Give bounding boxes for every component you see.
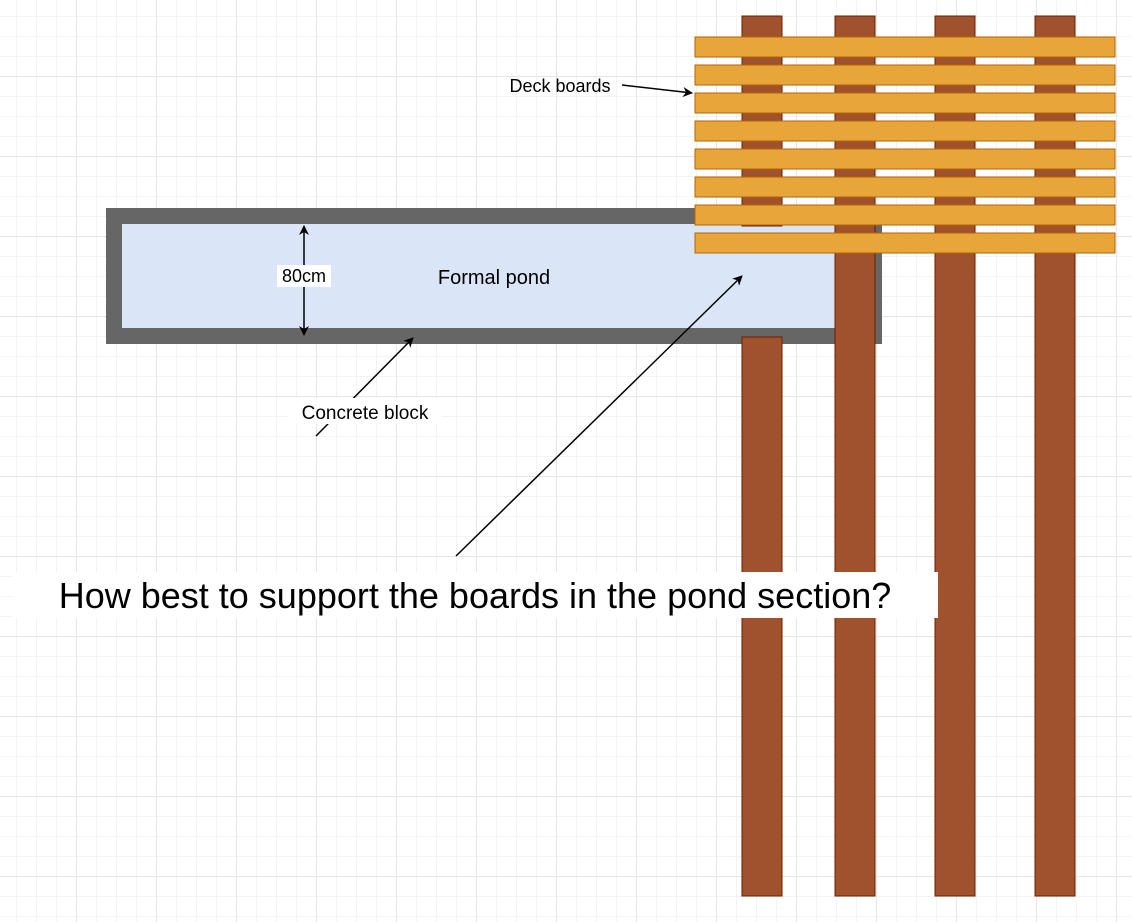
concrete-block-label-bg [288, 398, 442, 424]
deck-board[interactable] [694, 232, 1116, 254]
deck-board[interactable] [694, 204, 1116, 226]
deck-board[interactable] [694, 92, 1116, 114]
question-arrow[interactable] [455, 275, 743, 557]
deck-board[interactable] [694, 176, 1116, 198]
formal-pond-label: Formal pond [438, 267, 550, 289]
dimension-label-bg [277, 265, 331, 287]
question-label: How best to support the boards in the po… [59, 575, 892, 616]
joist-4[interactable] [1034, 15, 1076, 897]
deck-boards-arrow[interactable] [621, 84, 693, 97]
concrete-block-label: Concrete block [302, 403, 429, 424]
deck-board[interactable] [694, 148, 1116, 170]
deck-boards [694, 36, 1116, 254]
joist-2[interactable] [834, 15, 876, 897]
deck-boards-label: Deck boards [509, 76, 610, 96]
deck-board[interactable] [694, 64, 1116, 86]
deck-board[interactable] [694, 120, 1116, 142]
joists [741, 15, 1076, 897]
deck-board[interactable] [694, 36, 1116, 58]
joist-3[interactable] [934, 15, 976, 897]
question-label-bg [12, 572, 938, 618]
dimension-label: 80cm [282, 266, 326, 286]
